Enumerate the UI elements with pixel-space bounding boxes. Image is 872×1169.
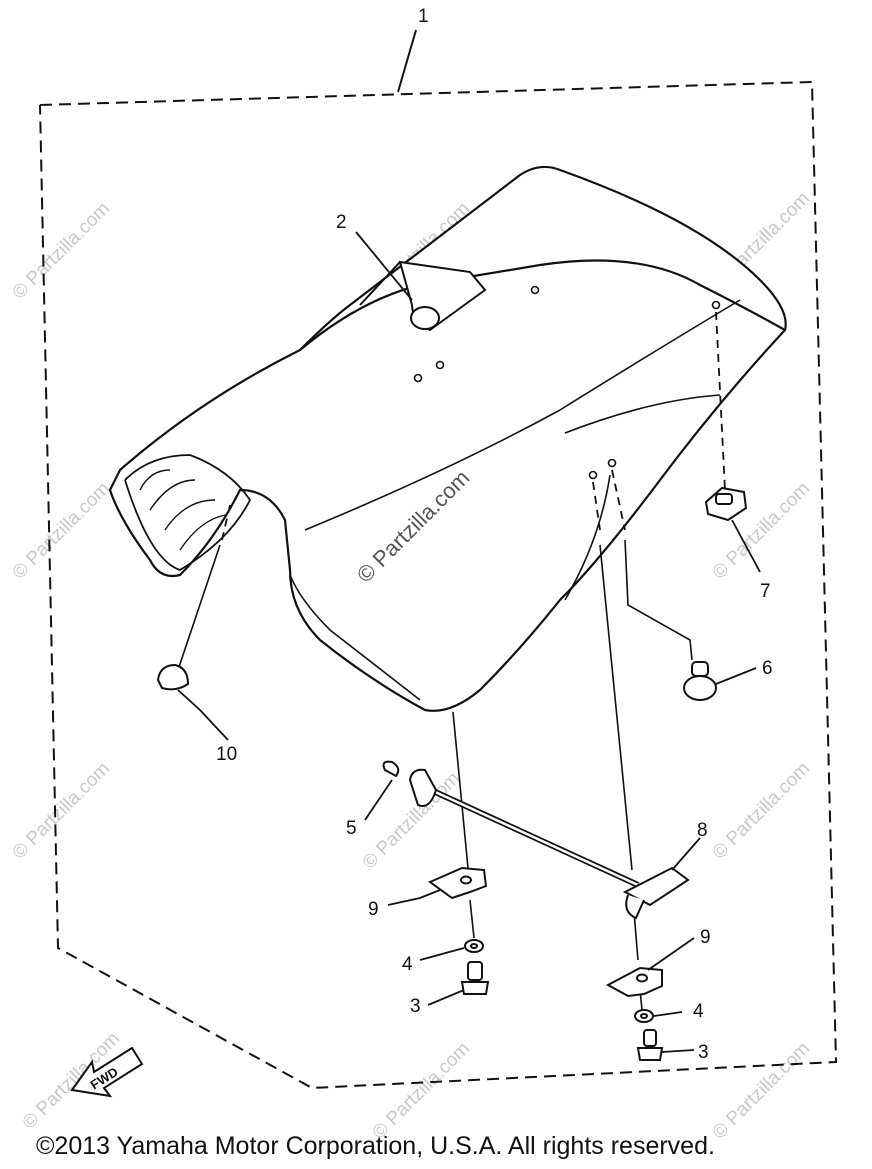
watermark: © Partzilla.com: [369, 1038, 474, 1143]
leader-lines: [177, 231, 761, 1053]
part-10-stopper: [156, 663, 190, 691]
assembly-guides: [221, 311, 726, 541]
part-3-bolt: [460, 961, 490, 995]
copyright-notice: ©2013 Yamaha Motor Corporation, U.S.A. A…: [36, 1132, 715, 1160]
callout-3: 3: [698, 1042, 709, 1063]
part-9-bracket: [428, 866, 488, 900]
watermark: © Partzilla.com: [709, 758, 814, 863]
watermark: © Partzilla.com: [9, 198, 114, 303]
callout-9: 9: [368, 899, 379, 920]
part-4-washer: [464, 939, 484, 953]
callout-5: 5: [346, 818, 357, 839]
part-2-strap: [359, 260, 487, 332]
part-7-nut: [704, 486, 748, 522]
callout-10: 10: [216, 744, 237, 765]
callout-4: 4: [693, 1001, 704, 1022]
seat: [108, 165, 787, 712]
part-4-washer: [634, 1009, 654, 1023]
callout-8: 8: [697, 820, 708, 841]
part-6-damper: [683, 661, 717, 701]
callout-6: 6: [762, 658, 773, 679]
leader-1: [397, 29, 417, 93]
callout-2: 2: [336, 212, 347, 233]
callout-9: 9: [700, 927, 711, 948]
mounting-holes: [413, 285, 721, 480]
callout-3: 3: [410, 996, 421, 1017]
part-8-lock: [408, 768, 690, 920]
part-3-bolt: [636, 1029, 664, 1061]
callout-1: 1: [418, 6, 429, 27]
part-5-clip: [382, 760, 400, 778]
watermark: © Partzilla.com: [709, 1038, 814, 1143]
callout-4: 4: [402, 954, 413, 975]
assembly-boundary: [39, 80, 838, 1090]
callout-7: 7: [760, 581, 771, 602]
watermark: © Partzilla.com: [9, 758, 114, 863]
watermark: © Partzilla.com: [9, 478, 114, 583]
part-9-bracket: [605, 966, 663, 998]
